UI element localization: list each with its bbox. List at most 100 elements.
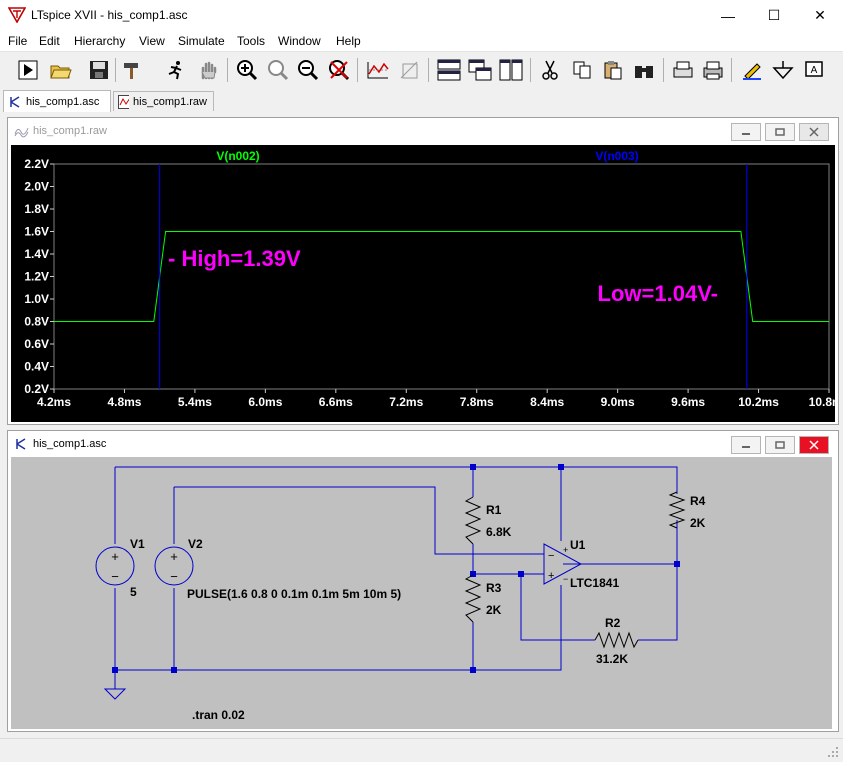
pencil-icon[interactable] <box>739 57 765 83</box>
menu-view[interactable]: View <box>139 34 165 48</box>
schematic-close-button[interactable] <box>799 436 829 454</box>
menu-edit[interactable]: Edit <box>39 34 60 48</box>
plot-background <box>11 145 835 422</box>
schematic-restore-button[interactable] <box>765 436 795 454</box>
waveform-window-icon <box>14 127 29 138</box>
resistor-r1[interactable] <box>464 496 482 545</box>
tab-his-comp1-asc[interactable]: his_comp1.asc <box>3 90 111 112</box>
paste-icon[interactable] <box>600 57 626 83</box>
ground-symbol[interactable] <box>103 688 127 700</box>
menu-tools[interactable]: Tools <box>237 34 266 48</box>
r2-value: 31.2K <box>596 652 628 666</box>
print-setup-icon[interactable] <box>670 57 696 83</box>
cut-icon[interactable] <box>537 57 563 83</box>
u1-supply-minus: − <box>563 574 568 584</box>
zoom-in-icon[interactable] <box>234 57 260 83</box>
trace-v-n002--0 <box>54 231 829 322</box>
r4-value: 2K <box>690 516 706 530</box>
y-axis: 2.2V2.0V1.8V1.6V1.4V1.2V1.0V0.8V0.6V0.4V… <box>24 157 54 396</box>
toolbar-separator <box>731 58 732 82</box>
x-tick-label: 7.2ms <box>389 395 423 409</box>
y-tick-label: 1.6V <box>24 225 49 239</box>
schematic-window-icon <box>16 438 26 450</box>
v1-minus: − <box>111 569 119 584</box>
toolbar-separator <box>663 58 664 82</box>
menu-bar <box>0 31 843 52</box>
y-tick-label: 1.8V <box>24 202 49 216</box>
r2-label: R2 <box>605 616 621 630</box>
spice-directive[interactable]: .tran 0.02 <box>192 708 245 722</box>
status-bar <box>0 738 843 762</box>
x-tick-label: 10.8ms <box>809 395 835 409</box>
schematic-minimize-button[interactable] <box>731 436 761 454</box>
toolbar-separator <box>530 58 531 82</box>
waveform-close-button[interactable] <box>799 123 829 141</box>
v2-label: V2 <box>188 537 203 551</box>
run-icon[interactable] <box>15 57 41 83</box>
menu-hierarchy[interactable]: Hierarchy <box>74 34 126 48</box>
label-icon[interactable]: A <box>801 57 827 83</box>
ltspice-logo-icon <box>8 7 26 23</box>
trace-label-v-n003[interactable]: V(n003) <box>595 149 638 163</box>
schematic-icon <box>10 95 20 108</box>
autorange-icon[interactable] <box>365 57 391 83</box>
print-icon[interactable] <box>700 57 726 83</box>
menu-help[interactable]: Help <box>336 34 361 48</box>
waveform-plot[interactable]: 2.2V2.0V1.8V1.6V1.4V1.2V1.0V0.8V0.6V0.4V… <box>11 145 835 422</box>
waveform-minimize-button[interactable] <box>731 123 761 141</box>
close-button[interactable]: ✕ <box>814 7 826 23</box>
maximize-button[interactable]: ☐ <box>767 7 781 23</box>
v2-plus: + <box>170 549 178 564</box>
comparator-u1[interactable]: − + + − <box>543 543 583 585</box>
junctions <box>112 464 680 673</box>
open-icon[interactable] <box>48 57 74 83</box>
ground-icon[interactable] <box>770 57 796 83</box>
resistor-r3[interactable] <box>464 574 482 623</box>
voltage-source-v2[interactable]: + − <box>154 546 194 586</box>
waveform-restore-button[interactable] <box>765 123 795 141</box>
y-tick-label: 2.0V <box>24 180 49 194</box>
toolbar-separator <box>115 58 116 82</box>
zoom-cancel-icon[interactable] <box>326 57 352 83</box>
tile-horizontal-icon[interactable] <box>436 57 462 83</box>
r3-value: 2K <box>486 603 502 617</box>
running-man-icon[interactable] <box>163 57 189 83</box>
tab-his-comp1-raw[interactable]: his_comp1.raw <box>113 91 214 111</box>
mark-icon[interactable] <box>397 57 423 83</box>
x-tick-label: 4.2ms <box>37 395 71 409</box>
x-tick-label: 9.6ms <box>671 395 705 409</box>
tile-vertical-icon[interactable] <box>498 57 524 83</box>
annotation-high: - High=1.39V <box>168 246 301 271</box>
resistor-r4[interactable] <box>668 491 686 529</box>
resistor-r2[interactable] <box>594 631 639 649</box>
schematic-background <box>11 457 832 729</box>
cascade-icon[interactable] <box>467 57 493 83</box>
r3-label: R3 <box>486 581 502 595</box>
x-tick-label: 4.8ms <box>107 395 141 409</box>
find-icon[interactable] <box>631 57 657 83</box>
hammer-icon[interactable] <box>120 57 146 83</box>
resize-grip-icon[interactable] <box>826 745 840 759</box>
hand-icon[interactable] <box>195 57 221 83</box>
trace-label-v-n002[interactable]: V(n002) <box>216 149 259 163</box>
window-title: LTspice XVII - his_comp1.asc <box>31 8 188 22</box>
minimize-button[interactable]: — <box>721 7 735 24</box>
svg-text:A: A <box>811 65 818 76</box>
schematic-canvas[interactable]: + − V1 5 + − V2 PULSE(1.6 0.8 0 0.1m 0.1… <box>11 457 832 729</box>
save-icon[interactable] <box>86 57 112 83</box>
menu-simulate[interactable]: Simulate <box>178 34 225 48</box>
menu-window[interactable]: Window <box>278 34 321 48</box>
tab-label: his_comp1.asc <box>26 95 100 108</box>
schematic-window-title: his_comp1.asc <box>33 438 107 450</box>
x-tick-label: 6.6ms <box>319 395 353 409</box>
zoom-out-icon[interactable] <box>265 57 291 83</box>
y-tick-label: 0.6V <box>24 337 49 351</box>
zoom-fit-icon[interactable] <box>295 57 321 83</box>
y-tick-label: 0.8V <box>24 315 49 329</box>
copy-icon[interactable] <box>569 57 595 83</box>
y-tick-label: 0.4V <box>24 360 49 374</box>
x-tick-label: 6.0ms <box>248 395 282 409</box>
voltage-source-v1[interactable]: + − <box>95 546 135 586</box>
menu-file[interactable]: File <box>8 34 28 48</box>
